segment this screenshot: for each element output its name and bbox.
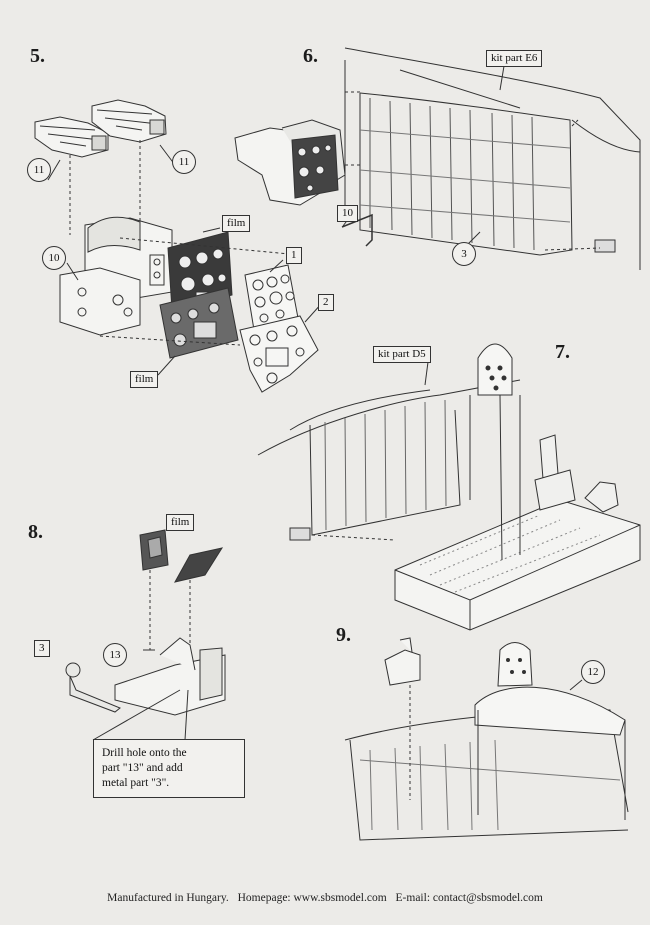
part-2-callout: 2 [318,294,334,311]
step8-drawing [65,529,226,741]
part-10-step6-callout: 10 [337,205,358,222]
part-10-step5-callout: 10 [42,246,66,270]
step9-drawing [344,637,629,841]
pe-panel-1 [244,264,299,331]
cockpit-tub [394,499,641,631]
armor-plate [477,343,513,396]
footer: Manufactured in Hungary. Homepage: www.s… [0,892,650,904]
cockpit-seat [534,434,619,513]
step-number-7: 7. [555,341,570,363]
film-label-step5-lower: film [130,371,159,388]
footer-manufactured: Manufactured in Hungary. [107,892,229,904]
kit-part-e6-label: kit part E6 [486,50,543,67]
part-11-right-callout: 11 [172,150,196,174]
gun-part-right [91,99,167,143]
part-11-left-callout: 11 [27,158,51,182]
note-line-1: Drill hole onto the [102,747,187,759]
step-number-6: 6. [303,45,318,67]
step7-drawing [257,343,641,631]
film-label-step5-upper: film [222,215,251,232]
step-number-9: 9. [336,624,351,646]
kit-part-d5-label: kit part D5 [373,346,431,363]
panel-base [59,216,173,336]
film-label-step8: film [166,514,195,531]
part-13-callout: 13 [103,643,127,667]
part-3-step8-callout: 3 [34,640,50,657]
footer-email: E-mail: contact@sbsmodel.com [395,892,543,904]
part-3-step6-callout: 3 [452,242,476,266]
note-line-3: metal part "3". [102,777,170,789]
part-1-callout: 1 [286,247,302,264]
footer-homepage: Homepage: www.sbsmodel.com [237,892,387,904]
step6-instrument-cluster [234,119,346,206]
part-3-metal [65,662,121,713]
gunsight [384,637,421,686]
step5-drawing [34,99,323,393]
part-12-callout: 12 [581,660,605,684]
pe-panel-2 [239,315,319,393]
drill-hole-note: Drill hole onto the part "13" and add me… [93,739,245,798]
part-13-body [114,637,226,716]
step-number-5: 5. [30,45,45,67]
canopy [474,642,626,736]
step6-drawing [234,47,641,270]
note-line-2: part "13" and add [102,762,183,774]
step-number-8: 8. [28,521,43,543]
gun-part-left [34,116,109,158]
